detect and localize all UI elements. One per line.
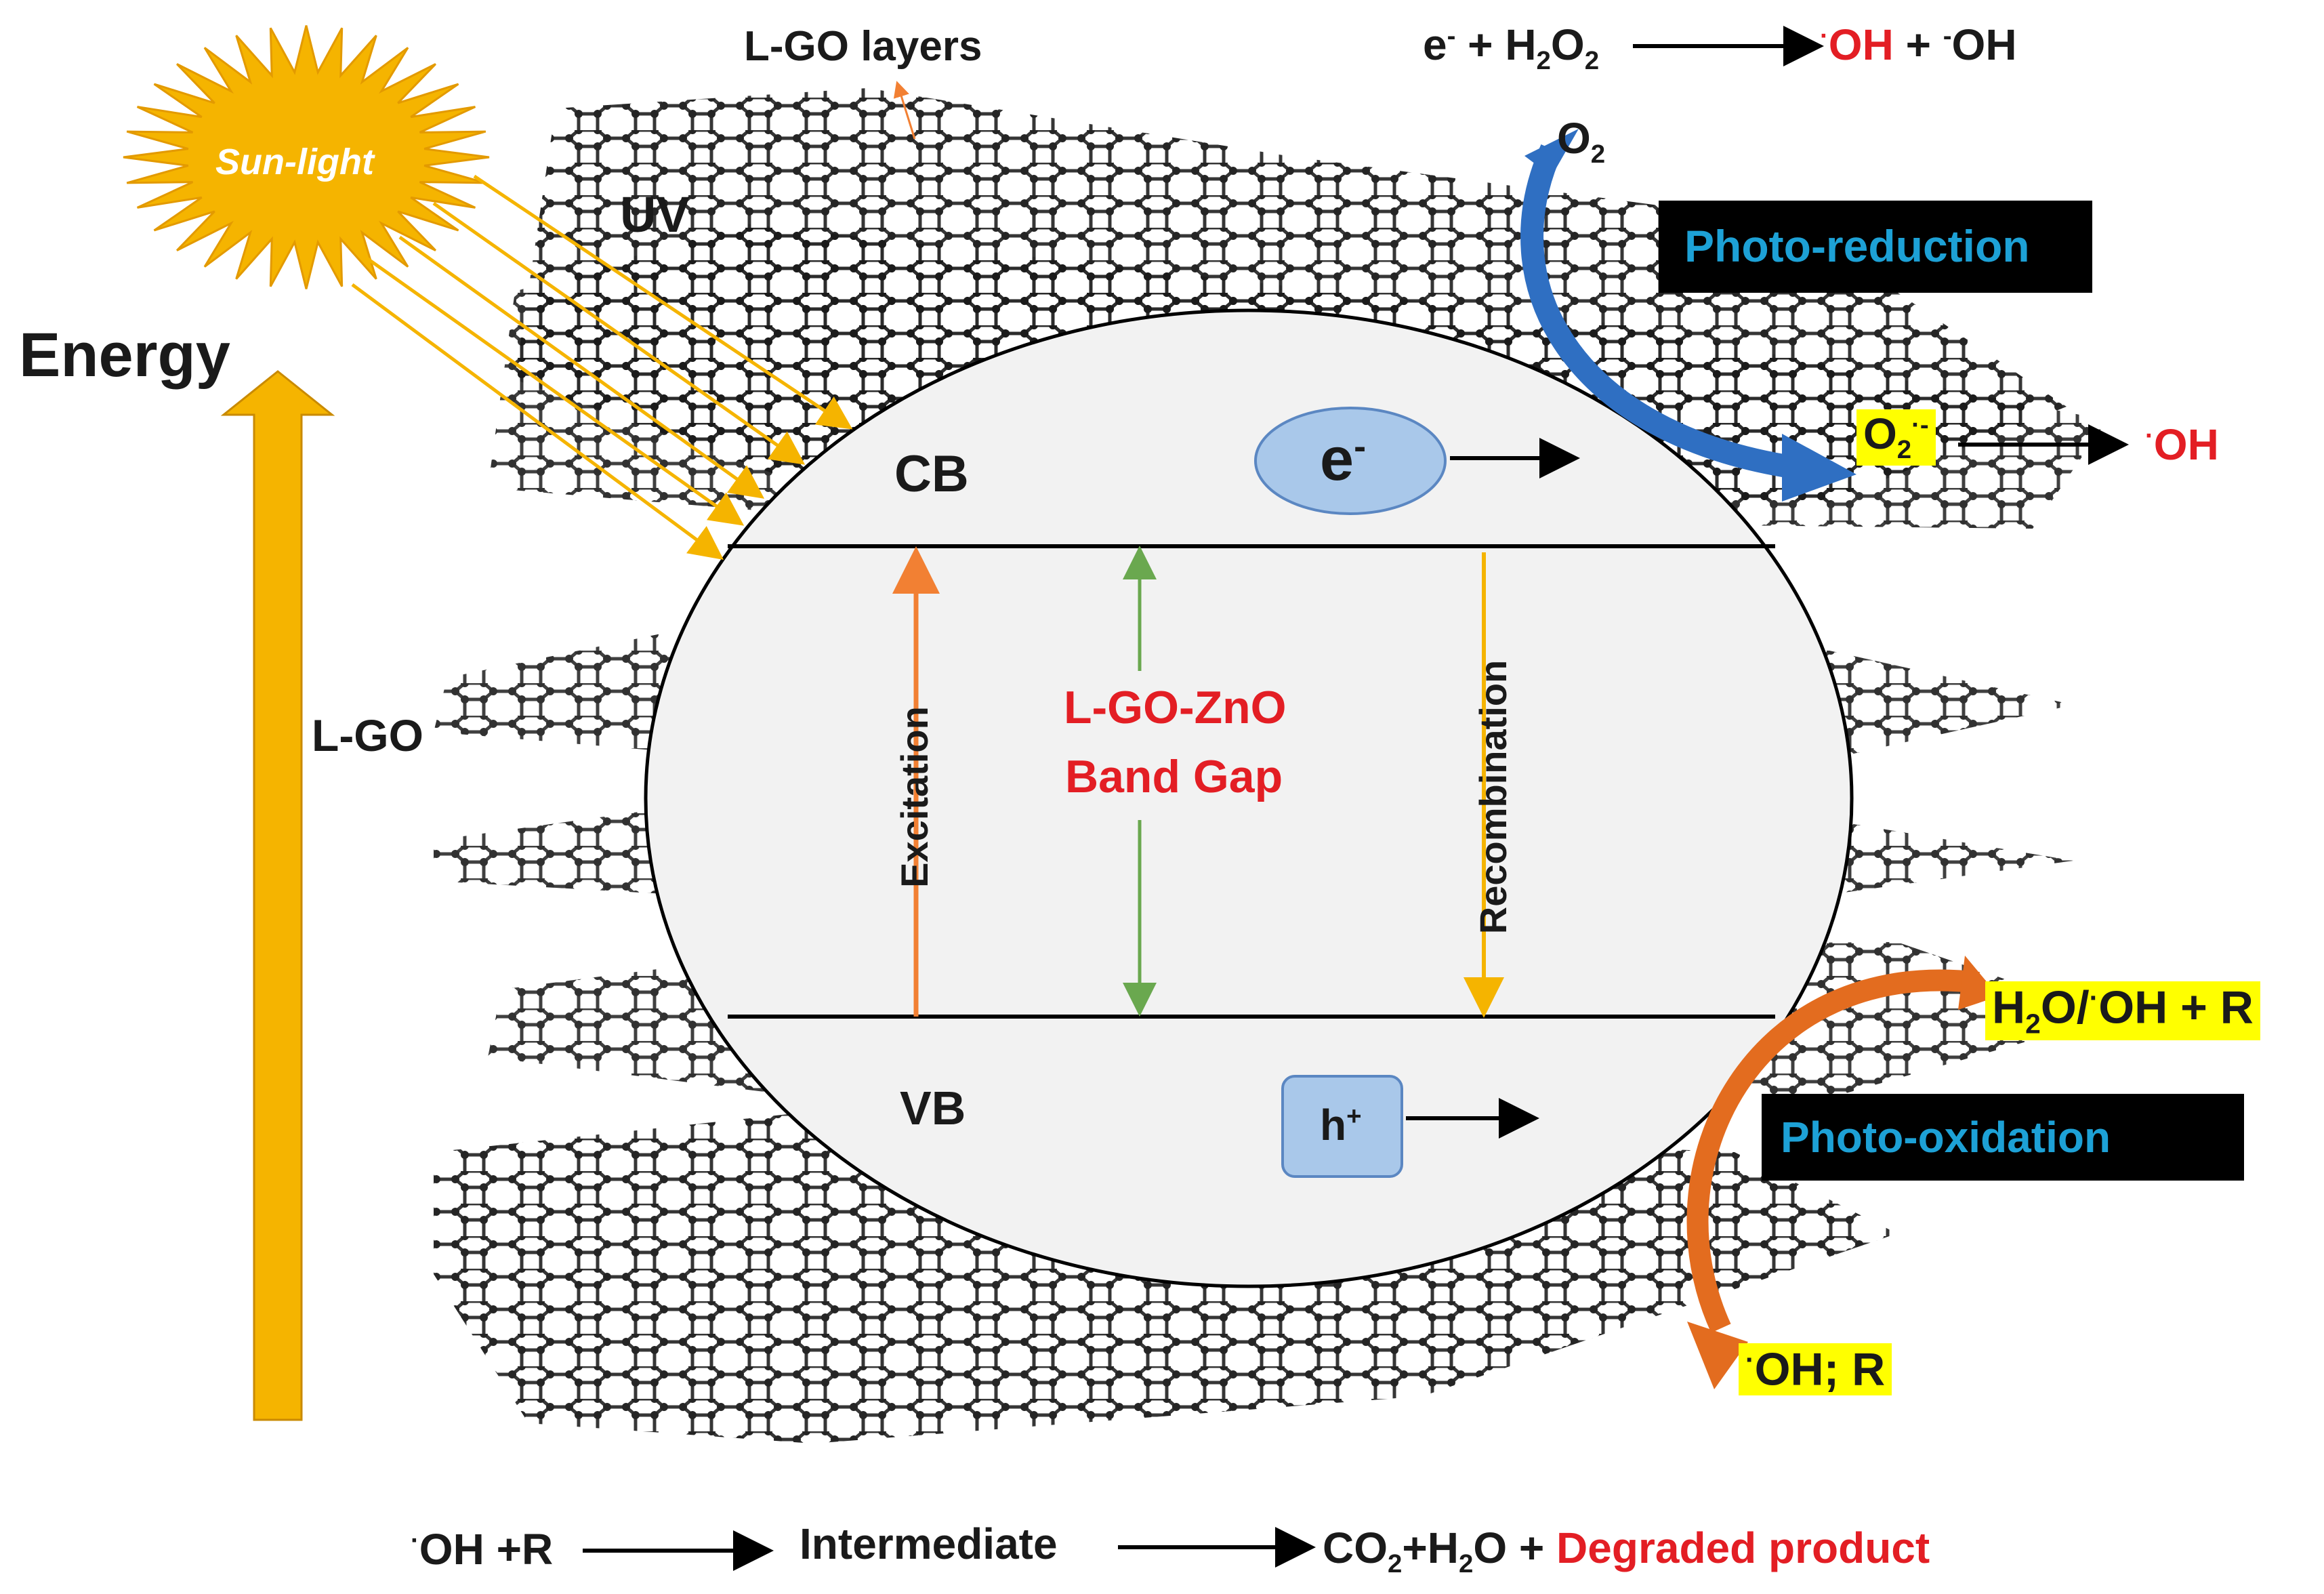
water-oh-r-label: H2O/·OH + R <box>1985 981 2260 1041</box>
energy-label: Energy <box>19 321 230 390</box>
o2-label: O2 <box>1557 114 1606 169</box>
photo-reduction-arrowhead <box>1782 434 1856 502</box>
hole-label: h+ <box>1320 1101 1362 1149</box>
bottom-reactant: ·OH +R <box>411 1525 554 1574</box>
lgo-layers-pointer <box>893 81 916 140</box>
hole-box <box>1281 1075 1403 1178</box>
photo-reduction-label: Photo-reduction <box>1684 221 2030 271</box>
electron-bubble <box>1254 407 1447 515</box>
oh-r-label: ·OH; R <box>1739 1343 1892 1395</box>
photo-oxidation-arrowhead <box>1687 1322 1748 1389</box>
sun-label: Sun-light <box>215 142 374 182</box>
photo-reduction-box <box>1659 201 2092 293</box>
uv-label: UV <box>620 186 690 243</box>
top-reaction-left: e- + H2O2 <box>1423 20 1600 75</box>
lgo-label: L-GO <box>312 710 423 760</box>
excitation-label: Excitation <box>893 706 936 888</box>
recombination-label: Recombination <box>1472 659 1514 935</box>
top-reaction-right: ·OH + -OH <box>1820 20 2017 69</box>
superoxide-product-label: ·OH <box>2145 420 2219 469</box>
bottom-intermediate: Intermediate <box>800 1519 1058 1568</box>
band-gap-label-1: L-GO-ZnO <box>1064 682 1287 733</box>
photo-reduction-arrow <box>1520 144 1798 479</box>
lgo-layers-label: L-GO layers <box>744 23 982 70</box>
photo-oxidation-arrow <box>1686 969 1980 1333</box>
photo-oxidation-label: Photo-oxidation <box>1781 1113 2111 1162</box>
photo-oxidation-box <box>1762 1094 2244 1181</box>
vb-label: VB <box>900 1082 966 1135</box>
sun-rays <box>351 174 853 560</box>
bottom-products: CO2+H2O + Degraded product <box>1323 1524 1930 1578</box>
sun-icon <box>123 25 490 289</box>
energy-arrow <box>220 370 335 1421</box>
superoxide-label: O2·- <box>1856 409 1936 466</box>
zno-particle <box>644 308 1854 1288</box>
photo-reduction-arrowtail <box>1524 129 1579 176</box>
band-gap-label-2: Band Gap <box>1065 751 1283 802</box>
cb-label: CB <box>894 445 969 503</box>
electron-label: e- <box>1320 426 1367 493</box>
